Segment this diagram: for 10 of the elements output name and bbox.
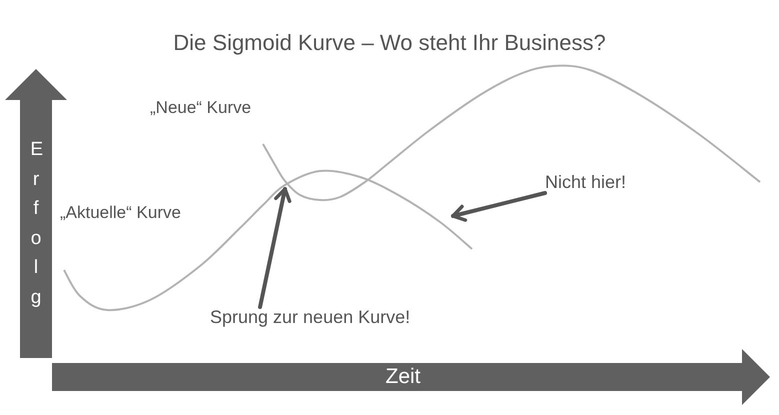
curve-label: „Neue“ Kurve [150,97,252,118]
arrow [258,187,292,309]
axis-arrow [52,349,770,405]
callout-text: Nicht hier! [545,172,626,193]
axis-label: Zeit [386,364,420,390]
diagram-title: Die Sigmoid Kurve – Wo steht Ihr Business? [173,30,606,56]
curve-label: „Aktuelle“ Kurve [60,202,181,223]
axis-label: Erfolg [30,138,42,310]
arrow [451,191,547,222]
callout-text: Sprung zur neuen Kurve! [210,307,410,328]
